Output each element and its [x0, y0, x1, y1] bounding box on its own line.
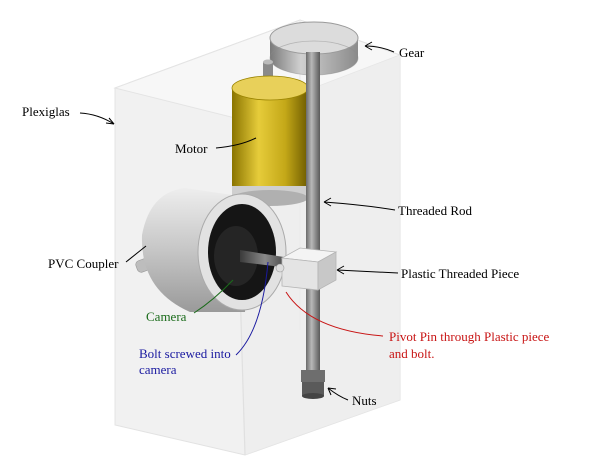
bolt-label-line1: Bolt screwed into [139, 346, 231, 361]
gear-label: Gear [399, 45, 425, 60]
camera-label: Camera [146, 309, 187, 324]
nuts-arrow [327, 387, 349, 401]
plastic-piece-arrow [336, 265, 399, 275]
bolt-arrow [235, 261, 269, 356]
threaded-rod-arrow [323, 197, 396, 211]
pvc-coupler-arrow [125, 245, 147, 263]
motor-arrow [215, 137, 257, 149]
nuts-label: Nuts [352, 393, 377, 408]
plexiglas-arrow [79, 112, 115, 125]
pivot-label-line1: Pivot Pin through Plastic piece [389, 329, 550, 344]
bolt-label-line2: camera [139, 362, 177, 377]
pivot-arrow [285, 291, 384, 337]
leader-lines [79, 41, 399, 401]
motor [231, 59, 309, 206]
threaded-rod-label: Threaded Rod [398, 203, 473, 218]
bolt [240, 250, 290, 268]
nuts [301, 370, 325, 399]
threaded-rod [306, 52, 320, 378]
gear-arrow [364, 41, 395, 53]
pivot-label-line2: and bolt. [389, 346, 435, 361]
plexiglas-label: Plexiglas [22, 104, 70, 119]
camera-arrow [193, 279, 234, 314]
pvc-coupler-label: PVC Coupler [48, 256, 119, 271]
plastic-threaded-piece [275, 247, 338, 291]
motor-label: Motor [175, 141, 208, 156]
plastic-threaded-piece-label: Plastic Threaded Piece [401, 266, 520, 281]
